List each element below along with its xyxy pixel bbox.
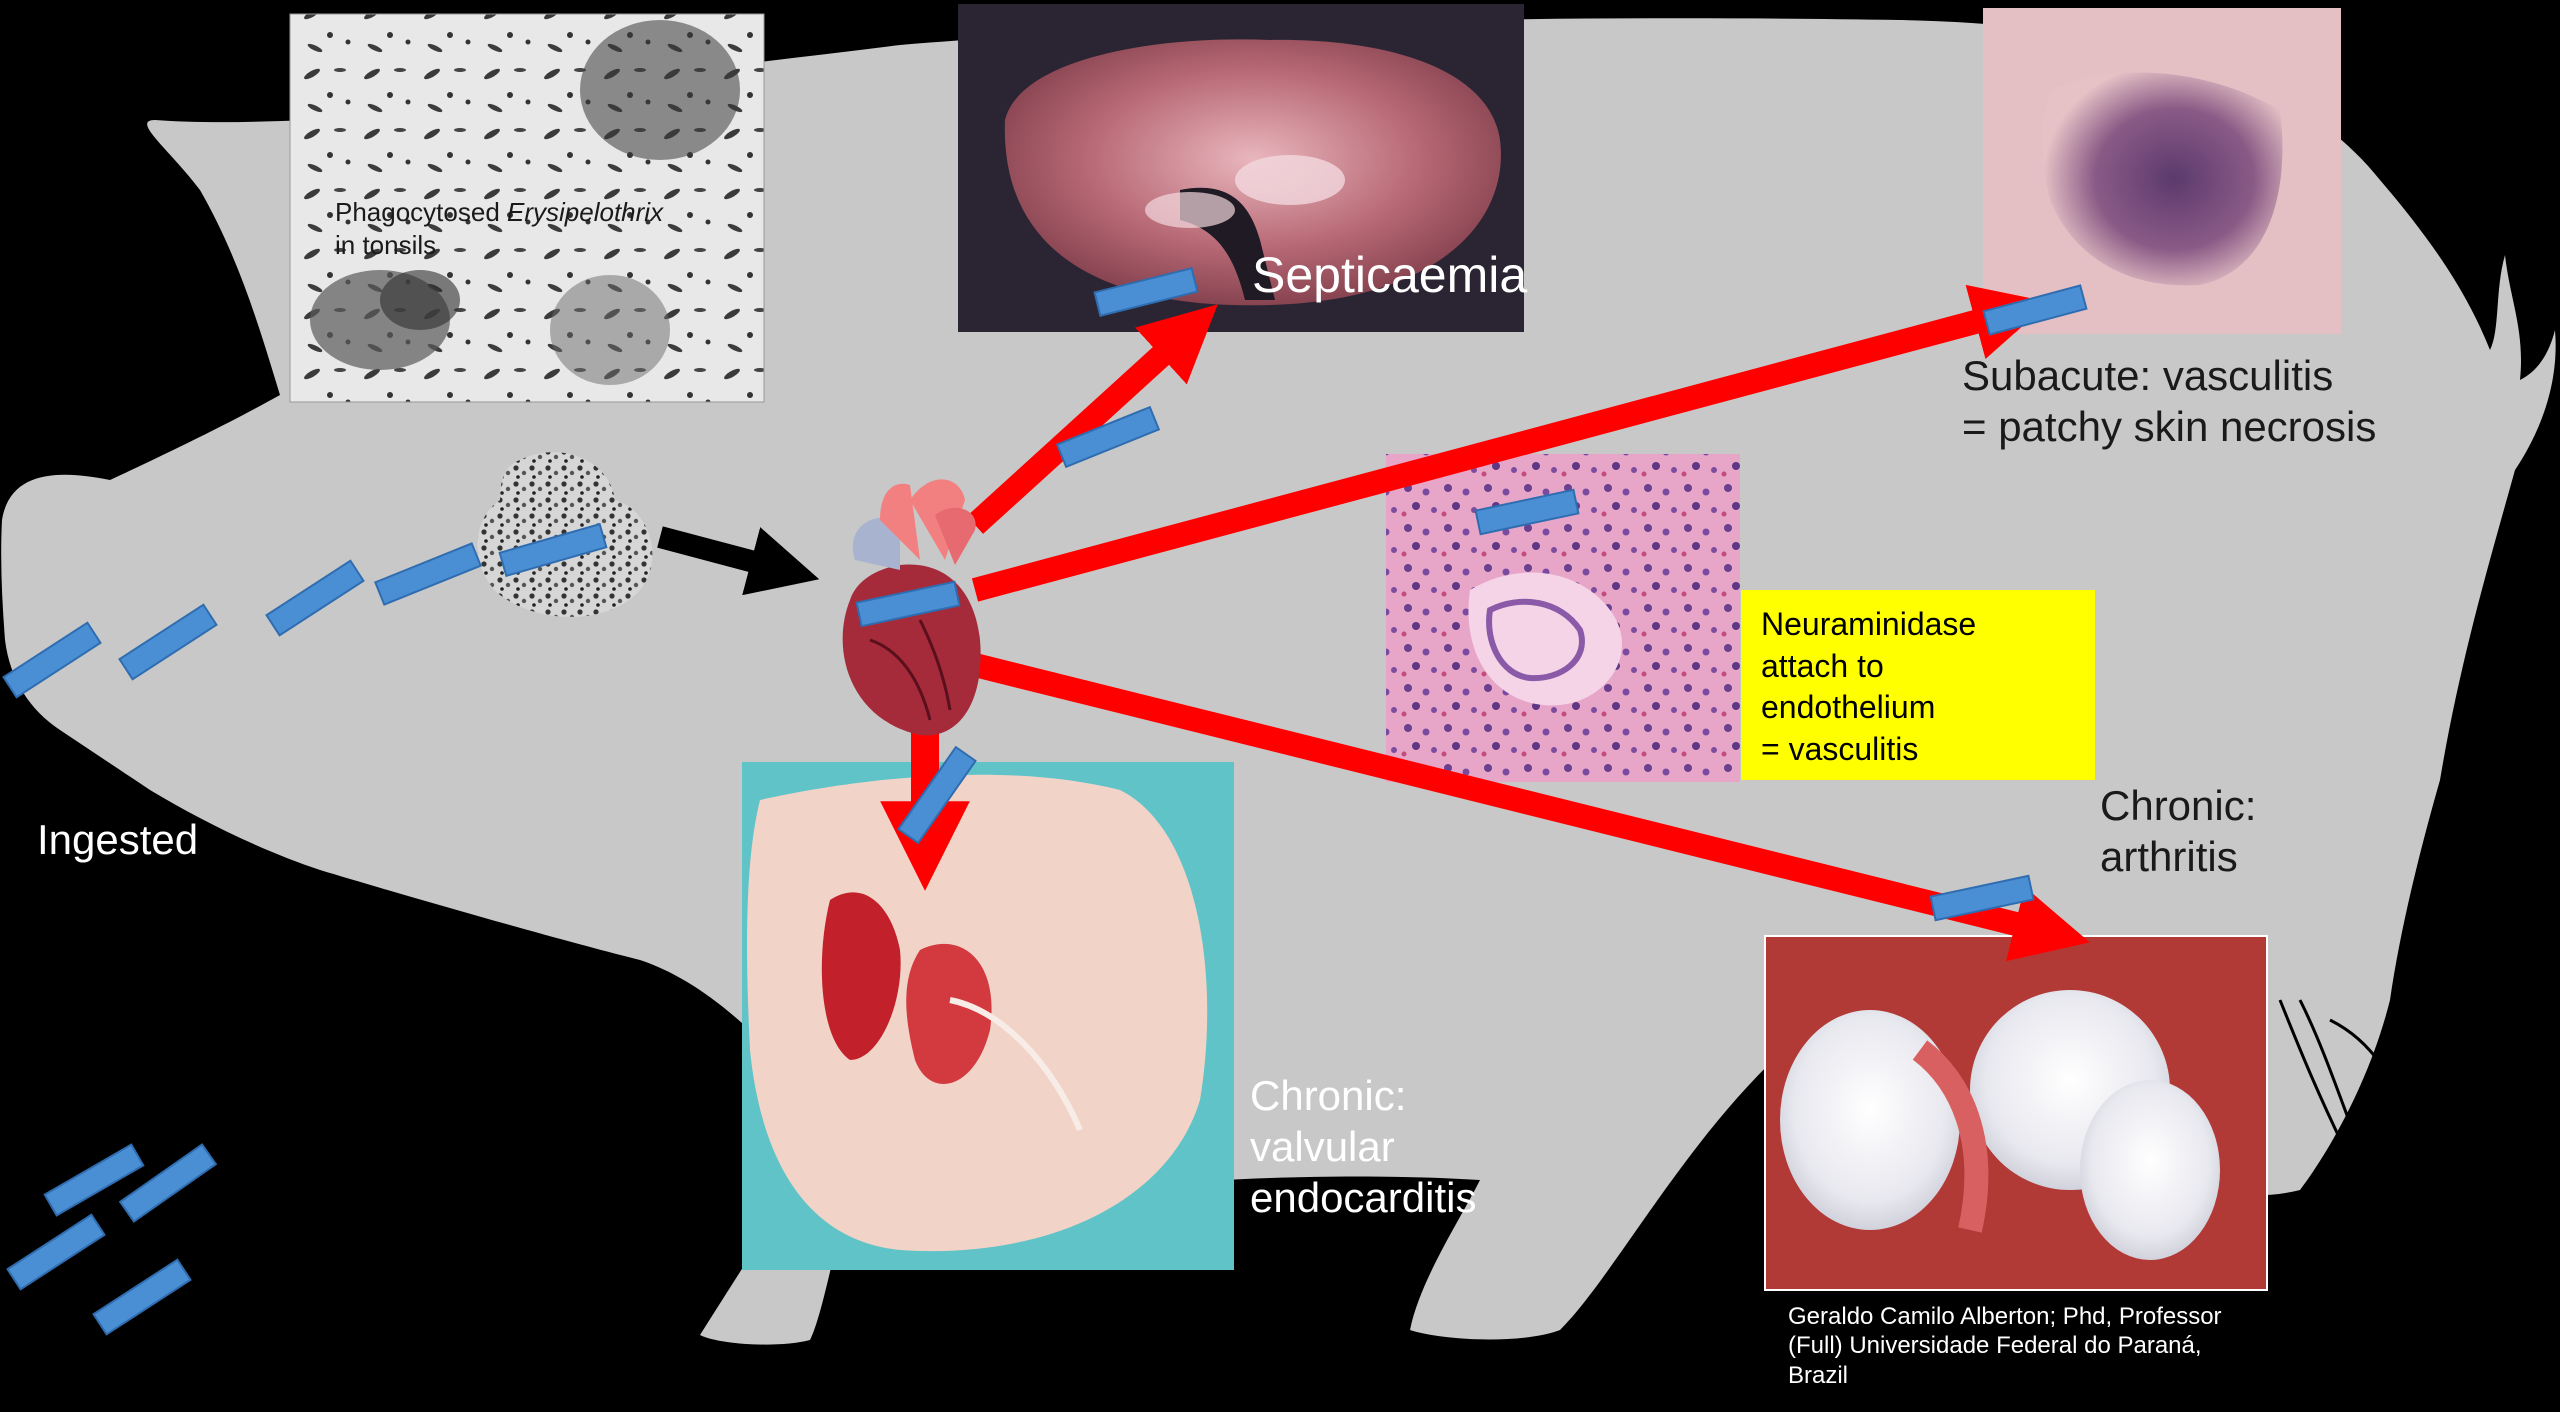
rod-bacterium-icon [1474,488,1580,536]
ingested-label: Ingested [37,816,199,863]
rod-bacterium-icon [6,1213,106,1291]
rod-bacterium-icon [1929,874,2035,922]
kidney-image [958,4,1524,332]
neuraminidase-line: endothelium [1761,689,1936,726]
neuraminidase-line: attach to [1761,647,1884,684]
subacute-label: Subacute: vasculitis= patchy skin necros… [1962,352,2377,451]
rod-bacterium-icon [118,603,218,681]
rod-bacterium-icon [498,522,608,578]
arrow-to-septicaemia [966,304,1218,534]
rod-bacterium-icon [265,559,365,637]
rod-bacterium-icon [43,1143,145,1217]
rear-leg-outline [2278,999,2491,1261]
rod-bacterium-icon [373,542,483,606]
arthritis-label: Chronic:arthritis [2100,782,2257,881]
neuraminidase-box: Neuraminidase attach to endothelium = va… [1741,590,2095,780]
septicaemia-label: Septicaemia [1252,247,1528,303]
rod-bacterium-icon [897,745,977,845]
rod-bacteria [2,267,2088,1336]
arrow-to-skin [971,284,2050,602]
arrow-to-arthritis [972,653,2090,962]
skin-image [1983,8,2341,334]
rod-bacterium-icon [1982,284,2088,336]
rod-bacterium-icon [855,580,961,628]
author-credit: Geraldo Camilo Alberton; Phd, Professor(… [1788,1303,2222,1389]
rod-bacterium-icon [118,1143,218,1223]
arthritis-image [1764,935,2268,1291]
rod-bacterium-icon [1093,267,1199,317]
rod-bacterium-icon [92,1258,192,1336]
neuraminidase-line: Neuraminidase [1761,606,1977,642]
rod-bacterium-icon [1055,405,1161,469]
endocarditis-image [742,762,1234,1270]
rod-bacterium-icon [2,621,102,699]
em-tonsil-image [289,13,765,403]
ingestion-arrow [657,526,820,596]
neuraminidase-line: = vasculitis [1761,730,1919,767]
